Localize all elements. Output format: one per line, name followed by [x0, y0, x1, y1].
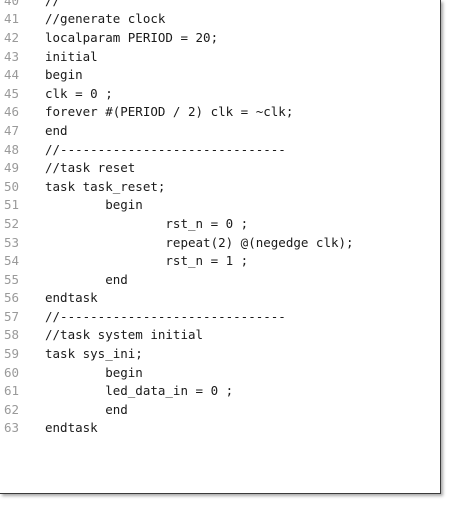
line-number: 59	[4, 346, 20, 362]
code-text: //------------------------------	[45, 141, 286, 157]
code-text: end	[45, 401, 128, 417]
code-text: task sys_ini;	[45, 346, 143, 362]
code-text: //task system initial	[45, 327, 204, 343]
code-line[interactable]: 52 rst_n = 0 ;	[0, 214, 440, 233]
line-number: 49	[4, 160, 20, 176]
code-line[interactable]: 58 //task system initial	[0, 326, 440, 345]
line-number: 54	[4, 253, 20, 269]
line-number: 60	[4, 364, 20, 380]
line-number: 55	[4, 271, 20, 287]
code-line[interactable]: 51 begin	[0, 196, 440, 215]
code-line[interactable]: 55 end	[0, 270, 440, 289]
code-text: end	[45, 122, 68, 138]
line-number: 53	[4, 234, 20, 250]
code-text: task task_reset;	[45, 178, 166, 194]
code-line[interactable]: 42 localparam PERIOD = 20;	[0, 28, 440, 47]
line-number: 40	[4, 0, 20, 8]
code-text: localparam PERIOD = 20;	[45, 29, 219, 45]
code-line[interactable]: 46 forever #(PERIOD / 2) clk = ~clk;	[0, 103, 440, 122]
code-text: clk = 0 ;	[45, 85, 113, 101]
code-line[interactable]: 44 begin	[0, 65, 440, 84]
code-text: endtask	[45, 420, 98, 436]
code-line[interactable]: 43 initial	[0, 47, 440, 66]
line-number: 47	[4, 122, 20, 138]
line-number: 43	[4, 48, 20, 64]
line-number: 42	[4, 29, 20, 45]
code-line[interactable]: 56 endtask	[0, 289, 440, 308]
line-number: 63	[4, 420, 20, 436]
code-text: repeat(2) @(negedge clk);	[45, 234, 354, 250]
line-number: 44	[4, 67, 20, 83]
code-line[interactable]: 48 //------------------------------	[0, 140, 440, 159]
line-number: 48	[4, 141, 20, 157]
line-number: 56	[4, 290, 20, 306]
line-number: 52	[4, 215, 20, 231]
code-line[interactable]: 63 endtask	[0, 419, 440, 438]
line-number: 50	[4, 178, 20, 194]
line-number: 58	[4, 327, 20, 343]
line-number: 41	[4, 11, 20, 27]
line-number: 51	[4, 197, 20, 213]
code-text: //------------------------------	[45, 308, 286, 324]
code-text: //task reset	[45, 160, 136, 176]
code-line[interactable]: 49 //task reset	[0, 158, 440, 177]
code-text: begin	[45, 67, 83, 83]
code-lines: 40 // 41 //generate clock 42 localparam PERIO…	[0, 0, 440, 438]
code-line[interactable]: 45 clk = 0 ;	[0, 84, 440, 103]
code-line[interactable]: 60 begin	[0, 363, 440, 382]
code-text: led_data_in = 0 ;	[45, 383, 234, 399]
line-number: 57	[4, 308, 20, 324]
code-text: initial	[45, 48, 98, 64]
code-line[interactable]: 61 led_data_in = 0 ;	[0, 381, 440, 400]
code-text: rst_n = 1 ;	[45, 253, 249, 269]
code-text: //	[45, 0, 61, 8]
code-text: forever #(PERIOD / 2) clk = ~clk;	[45, 104, 294, 120]
code-line[interactable]: 59 task sys_ini;	[0, 344, 440, 363]
code-line[interactable]: 50 task task_reset;	[0, 177, 440, 196]
line-number: 61	[4, 383, 20, 399]
code-text: //generate clock	[45, 11, 166, 27]
code-line[interactable]: 54 rst_n = 1 ;	[0, 251, 440, 270]
code-text: endtask	[45, 290, 98, 306]
line-number: 46	[4, 104, 20, 120]
code-line[interactable]: 62 end	[0, 400, 440, 419]
line-number: 62	[4, 401, 20, 417]
code-line[interactable]: 40 //	[0, 0, 440, 10]
code-line[interactable]: 57 //------------------------------	[0, 307, 440, 326]
line-number: 45	[4, 85, 20, 101]
code-text: begin	[45, 197, 143, 213]
code-line[interactable]: 53 repeat(2) @(negedge clk);	[0, 233, 440, 252]
code-text: rst_n = 0 ;	[45, 215, 249, 231]
code-line[interactable]: 47 end	[0, 121, 440, 140]
code-text: end	[45, 271, 128, 287]
code-line[interactable]: 41 //generate clock	[0, 10, 440, 29]
code-text: begin	[45, 364, 143, 380]
code-editor-pane[interactable]: 40 // 41 //generate clock 42 localparam PERIO…	[0, 0, 441, 494]
